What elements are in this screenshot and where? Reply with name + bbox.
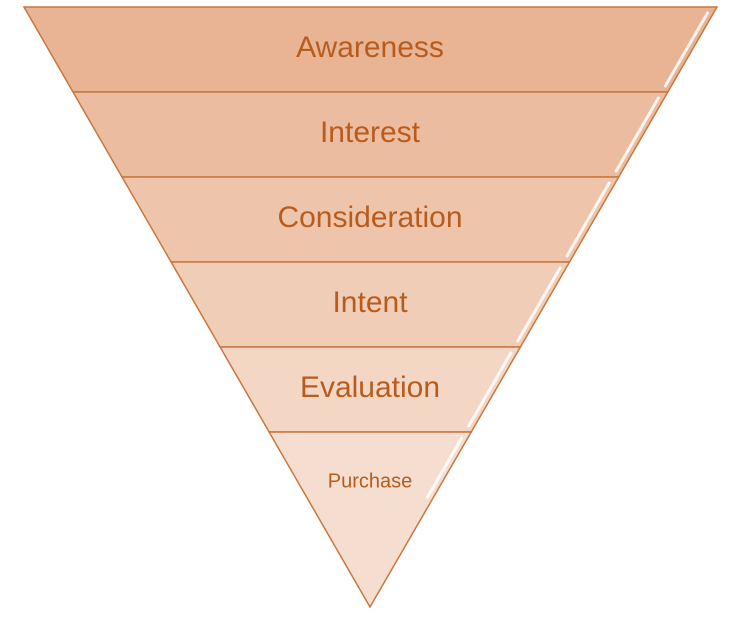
edge-highlight-5 xyxy=(467,351,513,428)
stage-label-purchase: Purchase xyxy=(328,470,413,492)
funnel-edge-highlights xyxy=(426,11,709,499)
stage-label-intent: Intent xyxy=(332,286,408,319)
funnel-labels: Awareness Interest Consideration Intent … xyxy=(277,31,462,492)
stage-label-consideration: Consideration xyxy=(277,201,462,234)
funnel-bands xyxy=(22,6,719,609)
stage-label-evaluation: Evaluation xyxy=(300,371,440,404)
edge-highlight-3 xyxy=(565,181,611,258)
edge-highlight-2 xyxy=(614,96,660,173)
stage-label-interest: Interest xyxy=(320,116,421,149)
edge-highlight-6 xyxy=(426,436,464,499)
funnel-band-purchase xyxy=(267,431,473,609)
edge-highlight-1 xyxy=(663,11,709,88)
stage-label-awareness: Awareness xyxy=(296,31,444,64)
edge-highlight-4 xyxy=(516,266,562,343)
